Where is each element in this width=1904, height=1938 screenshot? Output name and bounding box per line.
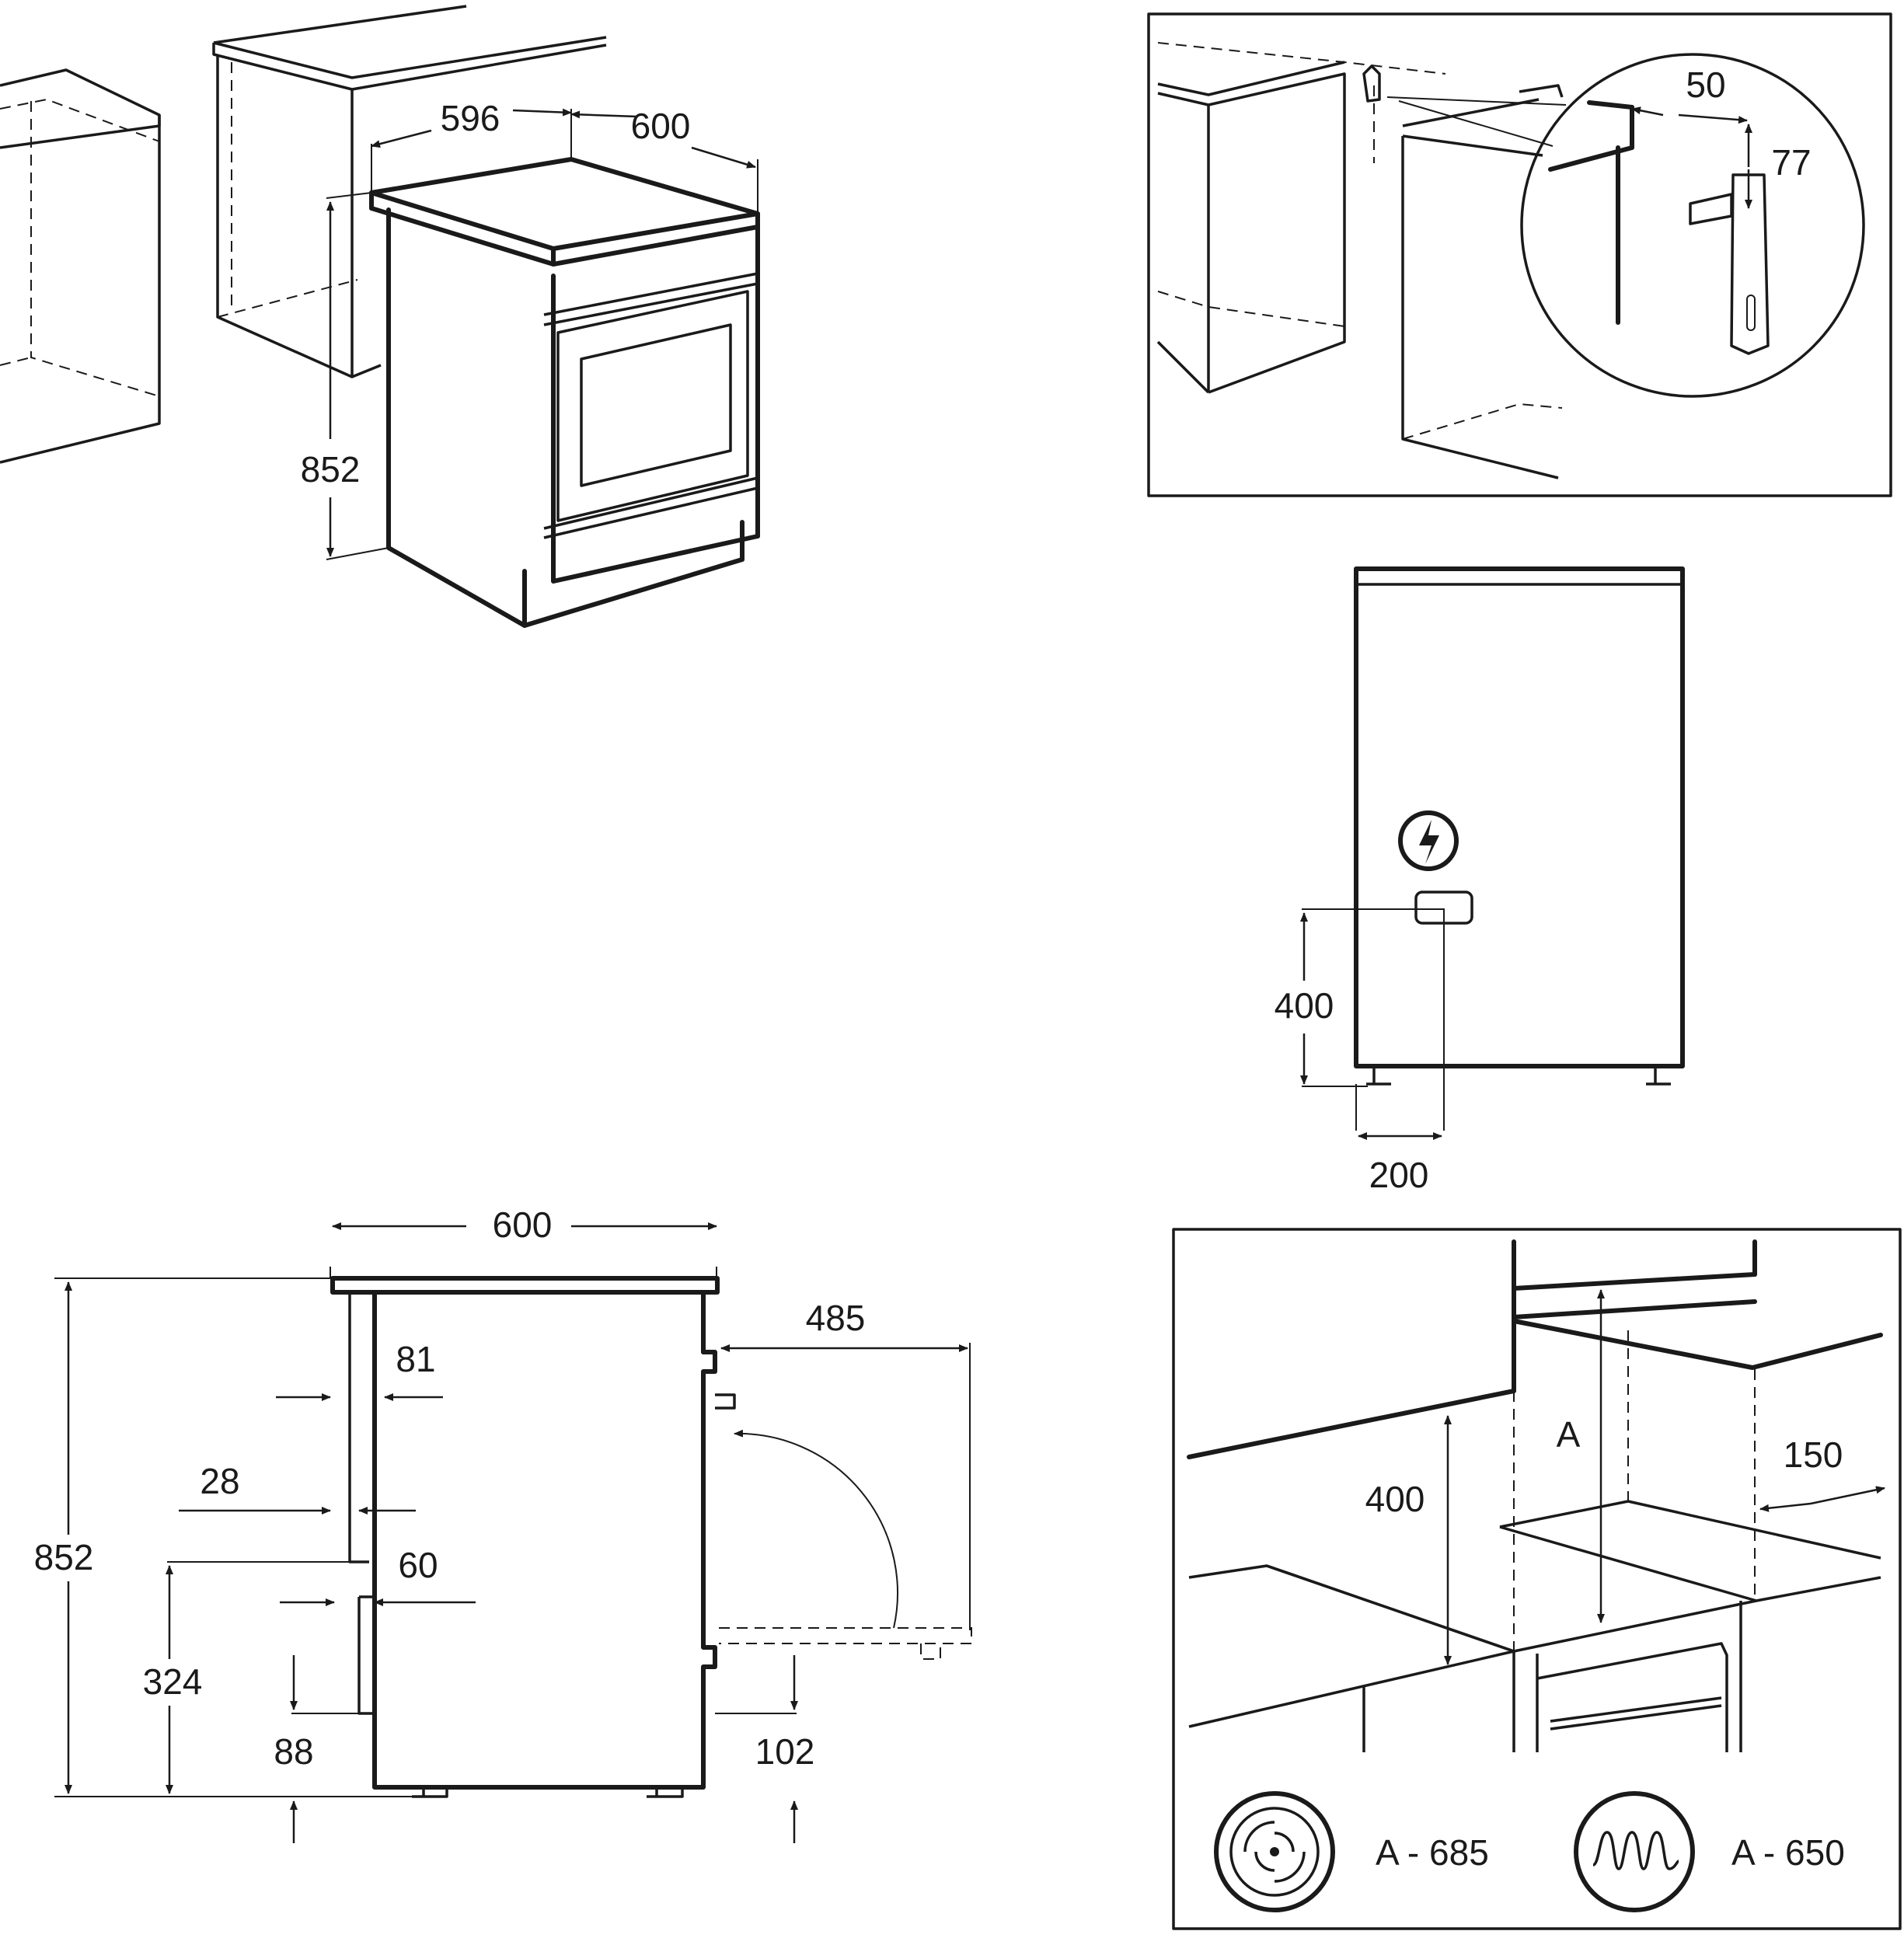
perspective-depth-label: 600 (631, 106, 691, 146)
anti-tip-frame (1147, 12, 1892, 497)
anti-tip-view: 50 77 (1147, 12, 1892, 497)
rear-height-label: 400 (1275, 985, 1334, 1026)
hood-a-label: A (1557, 1414, 1581, 1455)
fan-oven-icon (1214, 1791, 1335, 1912)
hazard-voltage-icon (1398, 810, 1459, 871)
side-height-label: 852 (34, 1537, 94, 1577)
detail-circle (1520, 53, 1865, 398)
anti-tip-height-label: 77 (1771, 142, 1811, 183)
heating-element-icon (1574, 1791, 1695, 1912)
hood-side-label: 150 (1784, 1434, 1843, 1475)
dim-60-label: 60 (398, 1545, 438, 1585)
dim-88-label: 88 (274, 1731, 313, 1772)
dim-28-label: 28 (200, 1461, 239, 1501)
perspective-height-label: 852 (301, 449, 361, 490)
cooker-body (369, 157, 760, 628)
rear-panel (1354, 566, 1685, 1068)
hood-frame (1172, 1228, 1902, 1930)
dim-102-label: 102 (755, 1731, 815, 1772)
rear-offset-label: 200 (1369, 1155, 1429, 1195)
side-width-label: 600 (493, 1204, 553, 1245)
dim-81-label: 81 (396, 1339, 435, 1379)
left-cabinet (0, 68, 161, 464)
dim-324-label: 324 (143, 1661, 203, 1702)
door-open-label: 485 (806, 1298, 866, 1338)
perspective-view: 596 600 852 (0, 5, 760, 628)
hood-clearance-view: 400 A 150 A - 685 A - 650 (1172, 1228, 1902, 1930)
right-cabinet (212, 5, 607, 378)
side-section-view: 600 485 81 28 60 852 324 88 102 (34, 1204, 972, 1843)
rear-connection-view: 400 200 (1275, 566, 1685, 1195)
perspective-width-label: 596 (441, 98, 500, 138)
anti-tip-offset-label: 50 (1686, 64, 1725, 105)
fan-oven-label: A - 685 (1376, 1832, 1489, 1873)
hood-height-label: 400 (1365, 1479, 1425, 1519)
element-label: A - 650 (1731, 1832, 1845, 1873)
